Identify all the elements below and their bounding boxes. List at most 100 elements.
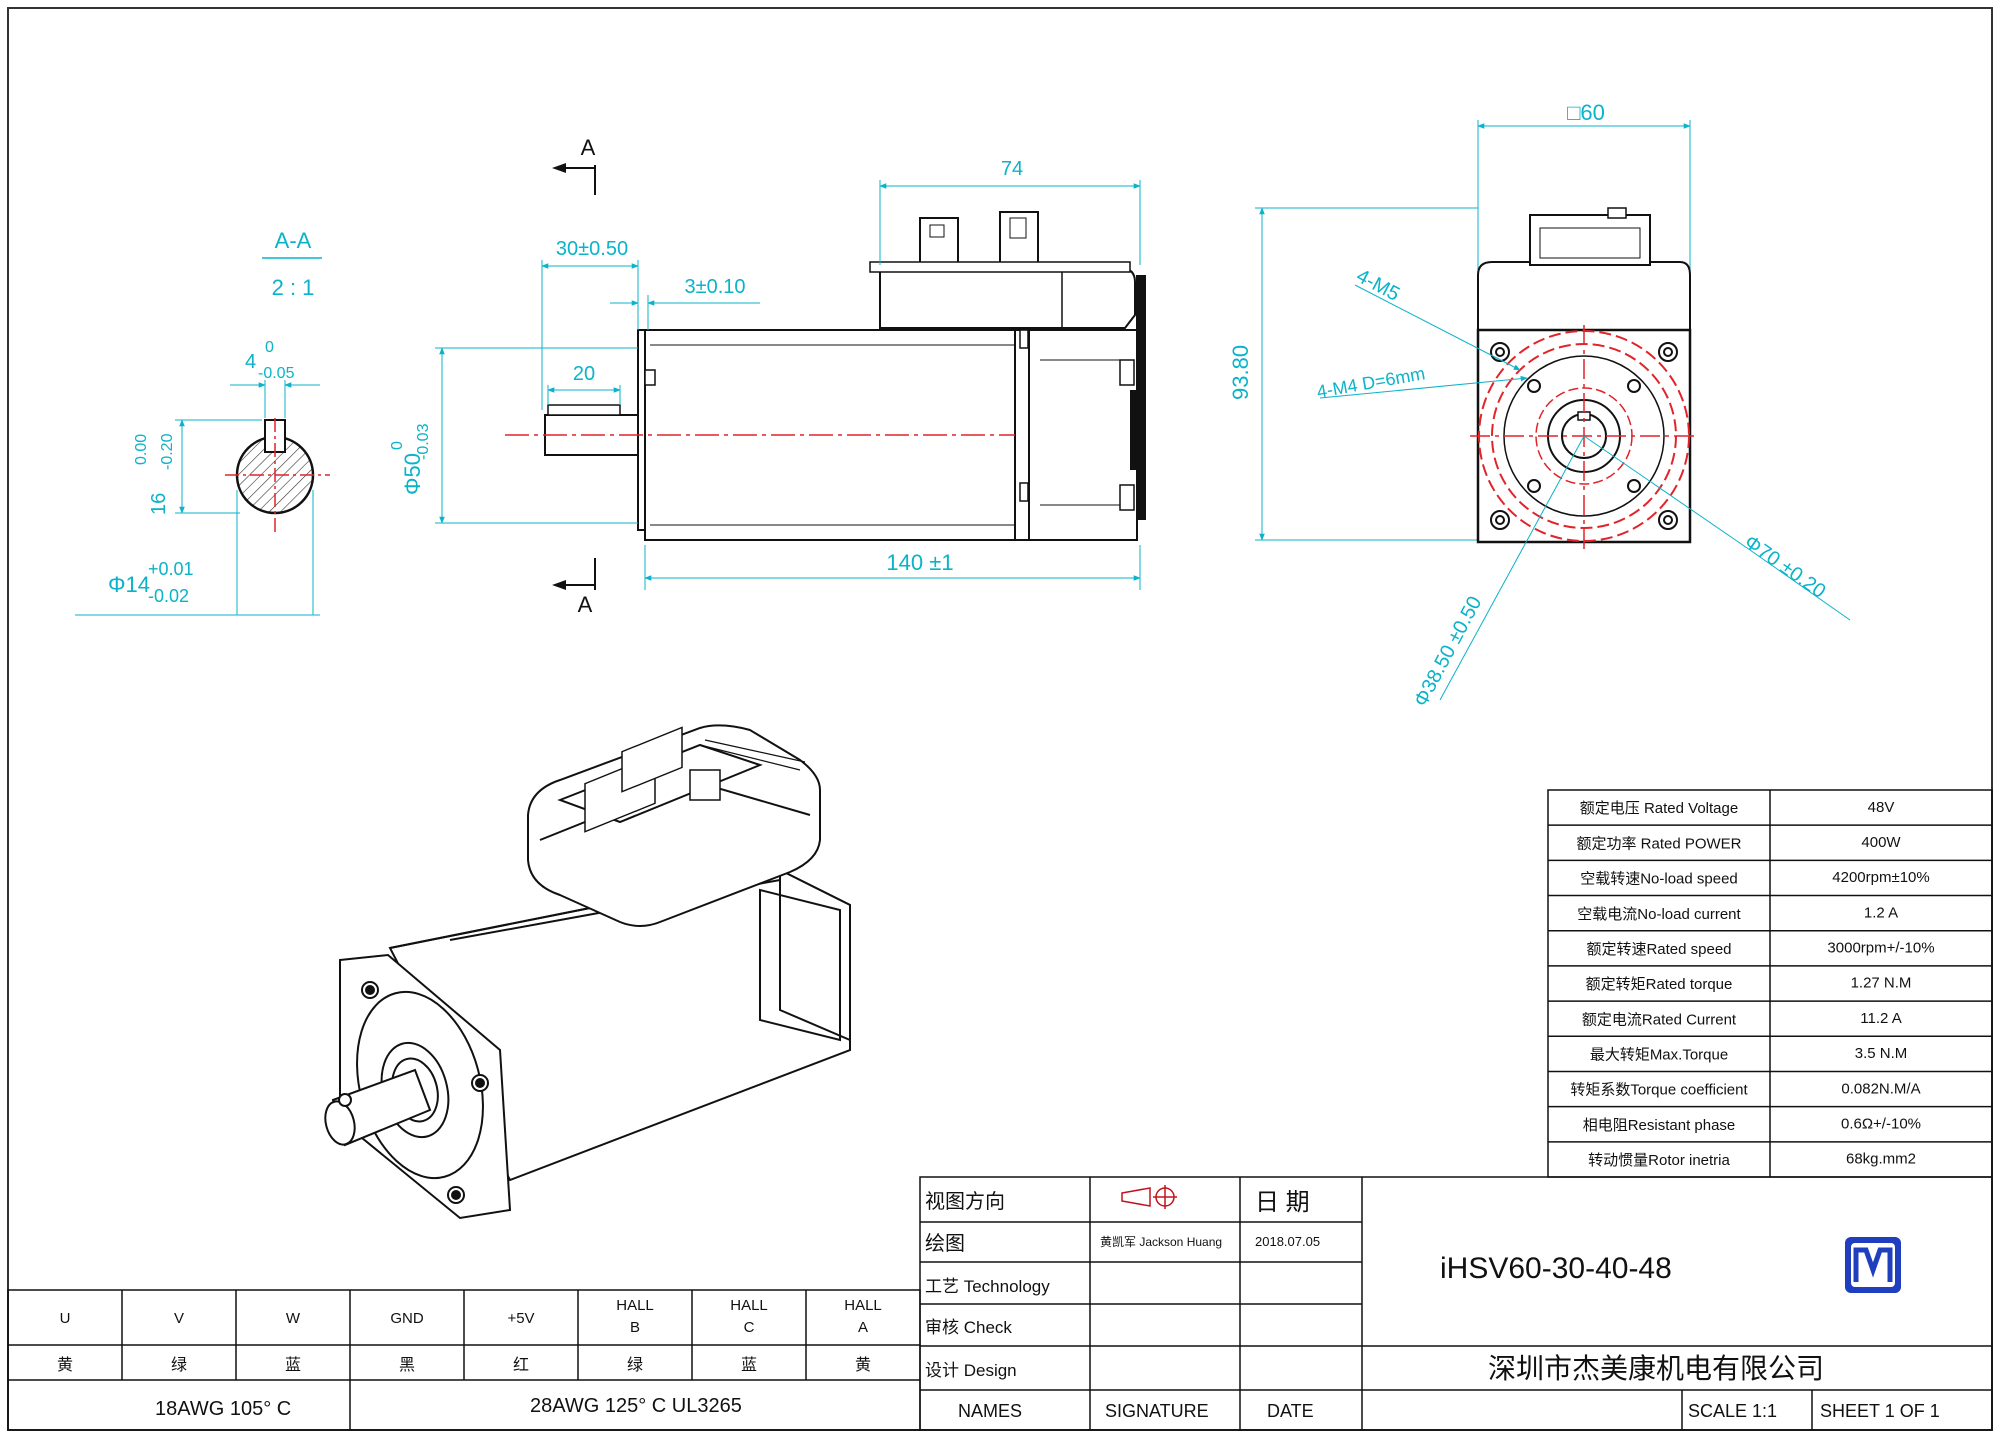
wire-color: 黄 [855,1356,871,1374]
heat-fins [1130,275,1146,520]
spec-value: 11.2 A [1860,1010,1901,1027]
signature-label: SIGNATURE [1105,1401,1209,1421]
wire-pin-label: HALL [844,1297,882,1314]
wire-color: 蓝 [285,1356,301,1374]
spec-label: 空载转速No-load speed [1580,871,1738,888]
design-label: 设计 Design [925,1361,1017,1380]
wire-spec-left: 18AWG 105° C [155,1398,291,1420]
isometric-view [324,724,851,1220]
key-width-upper: 0 [265,339,274,356]
thread-holes: 4-M4 D=6mm [1315,363,1426,402]
spec-label: 额定转矩Rated torque [1586,976,1733,993]
pilot-dia-lower: -0.03 [415,423,432,460]
drawn-label: 绘图 [925,1232,965,1255]
spec-value: 400W [1861,834,1901,851]
spec-value: 0.6Ω+/-10% [1841,1115,1921,1132]
date-label: DATE [1267,1401,1314,1421]
section-view: A-A 2 : 1 4 0 -0.05 16 0.00 -0.20 Φ14 +0… [75,228,330,616]
spec-label: 额定功率 Rated POWER [1576,835,1741,852]
spec-row: 额定转速Rated speed 3000rpm+/-10% [1586,940,1934,958]
spec-value: 3.5 N.M [1855,1045,1908,1062]
scale-label: SCALE 1:1 [1688,1401,1777,1421]
spec-value: 48V [1868,799,1895,816]
spec-label: 额定转速Rated speed [1586,941,1731,958]
wire-color: 绿 [171,1356,187,1374]
spec-value: 3000rpm+/-10% [1827,940,1934,957]
section-scale: 2 : 1 [272,275,315,300]
shaft-key [547,404,621,416]
bolt-circle: Φ70 ±0.20 [1740,531,1829,603]
spec-row: 空载转速No-load speed 4200rpm±10% [1580,869,1930,887]
technology-label: 工艺 Technology [925,1277,1050,1296]
wire-pin-label: +5V [507,1310,534,1327]
spec-label: 转矩系数Torque coefficient [1570,1082,1748,1099]
inner-circle: Φ38.50 ±0.50 [1410,593,1486,711]
wire-pin-label: HALL [616,1297,654,1314]
wire-color: 红 [513,1356,529,1374]
spec-label: 额定电流Rated Current [1582,1011,1737,1028]
cut-label-top: A [581,135,596,160]
wire-pin-label: A [858,1319,868,1336]
key-depth-upper: 0.00 [133,434,150,465]
wire-pin-label: V [174,1310,184,1327]
wire-pin-label: C [744,1319,755,1336]
company-name: 深圳市杰美康机电有限公司 [1488,1353,1824,1384]
shaft-dia-nominal: Φ14 [108,572,150,597]
model-number: iHSV60-30-40-48 [1440,1252,1672,1285]
mount-holes: 4-M5 [1353,265,1404,306]
spec-label: 额定电压 Rated Voltage [1580,800,1738,817]
wire-color: 黑 [399,1357,415,1374]
wire-pin-label: W [286,1310,301,1327]
spec-row: 额定电压 Rated Voltage 48V [1580,799,1895,817]
spec-row: 相电阻Resistant phase 0.6Ω+/-10% [1583,1115,1921,1133]
wire-color: 蓝 [741,1356,757,1374]
sheet-label: SHEET 1 OF 1 [1820,1401,1940,1421]
key-depth-lower: -0.20 [159,433,176,470]
wire-spec-right: 28AWG 125° C UL3265 [530,1395,742,1417]
pilot-dia-nominal: Φ50 [400,453,425,495]
spec-value: 1.27 N.M [1851,975,1912,992]
front-view: □60 93.80 4 [1228,100,1851,711]
spec-row: 额定功率 Rated POWER 400W [1576,834,1901,852]
wire-pin-label: U [60,1310,71,1327]
shaft-length: 30±0.50 [556,238,628,260]
key-depth-nominal: 16 [148,493,170,515]
body-length: 140 ±1 [886,550,953,575]
view-direction-label: 视图方向 [925,1190,1005,1213]
wire-pin-label: HALL [730,1297,768,1314]
flange-square: □60 [1567,100,1605,125]
spec-label: 最大转矩Max.Torque [1590,1046,1728,1063]
drawn-date: 2018.07.05 [1255,1234,1320,1249]
spec-row: 最大转矩Max.Torque 3.5 N.M [1590,1045,1907,1063]
pilot-dia-upper: 0 [389,441,406,450]
drawn-by: 黄凯军 Jackson Huang [1100,1235,1222,1249]
key-width-lower: -0.05 [258,365,295,382]
spec-label: 相电阻Resistant phase [1583,1117,1736,1134]
driver-length: 74 [1001,158,1023,180]
section-label: A-A [275,228,312,253]
spec-row: 额定电流Rated Current 11.2 A [1582,1010,1902,1028]
wire-color: 黄 [57,1356,73,1374]
cut-label-bottom: A [578,592,593,617]
projection-symbol-icon [1121,1185,1177,1209]
check-label: 审核 Check [925,1318,1012,1337]
spec-value: 4200rpm±10% [1832,869,1929,886]
shaft-dia-upper: +0.01 [148,559,194,579]
spec-row: 额定转矩Rated torque 1.27 N.M [1586,975,1912,993]
key-length: 20 [573,363,595,385]
company-logo-icon [1845,1237,1901,1293]
spec-label: 转动惯量Rotor inetria [1588,1152,1730,1169]
names-label: NAMES [958,1401,1022,1421]
shaft-dia-lower: -0.02 [148,586,189,606]
side-view: A A [389,135,1146,617]
spec-value: 1.2 A [1864,904,1898,921]
overall-height: 93.80 [1228,345,1253,400]
spec-rows: 额定电压 Rated Voltage 48V 额定功率 Rated POWER 400… [1548,799,1992,1169]
title-block [919,1176,1993,1431]
